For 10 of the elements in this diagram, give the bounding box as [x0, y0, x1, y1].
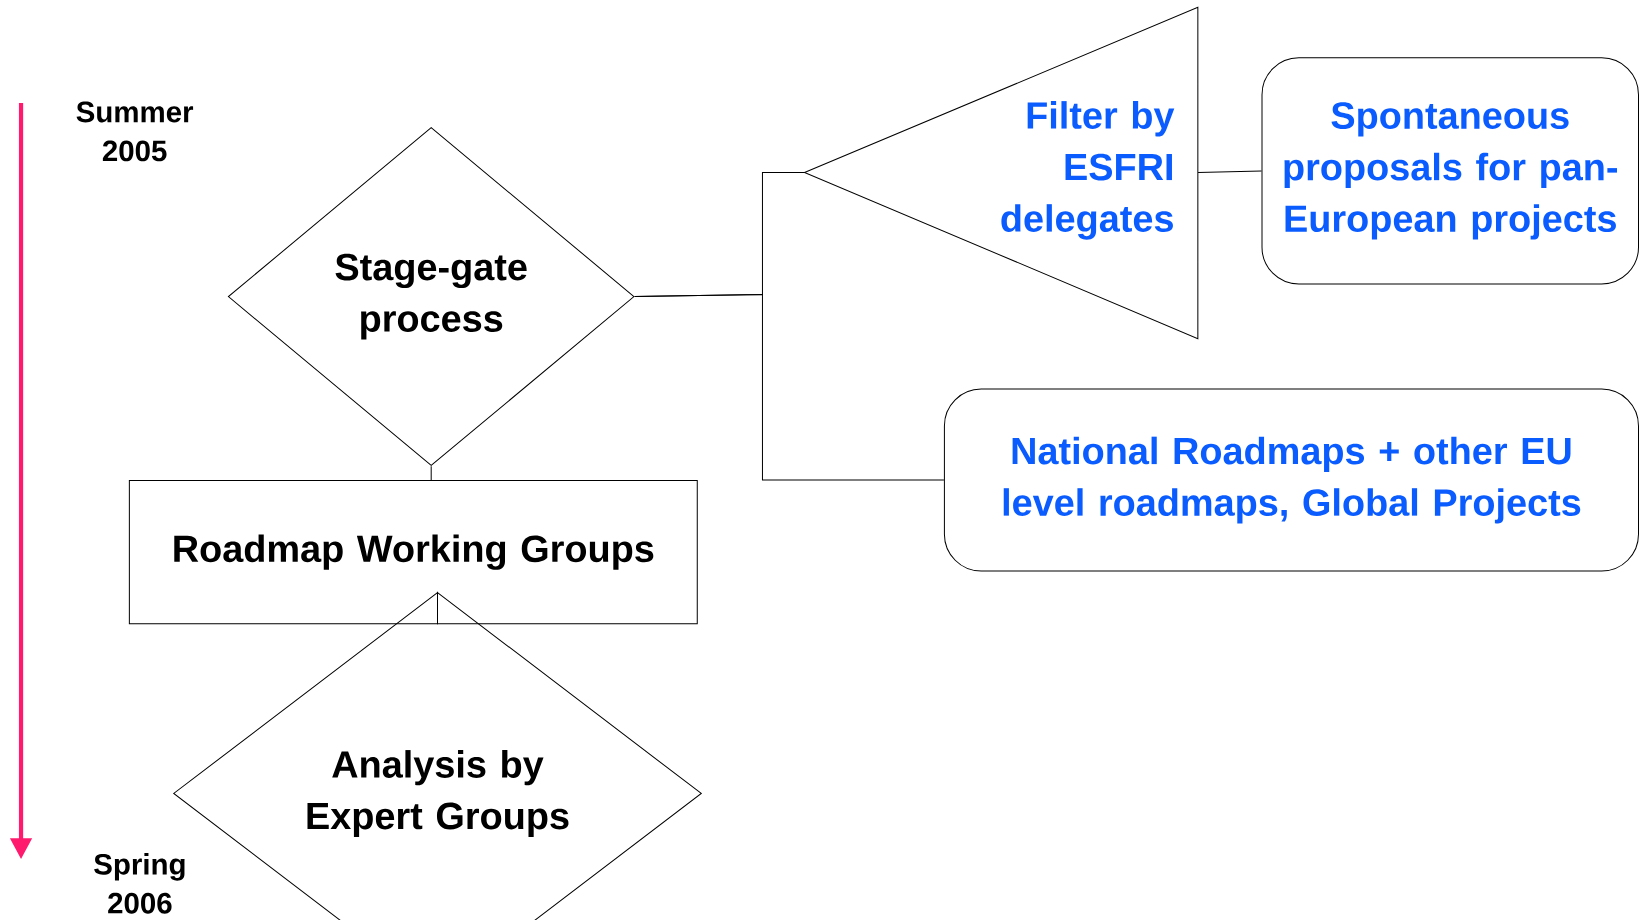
process-box: Roadmap Working Groups	[128, 480, 698, 625]
connector-line	[1197, 170, 1262, 173]
rounded-box: Spontaneous proposals for pan-European projects	[1261, 57, 1639, 285]
connector-line	[634, 293, 945, 481]
rounded-box: National Roadmaps + other EU level roadmaps, Global Projects	[943, 388, 1639, 572]
time-label: Summer 2005	[76, 101, 194, 162]
filter-triangle: Filter by ESFRI delegates	[804, 6, 1199, 340]
connector-line	[437, 591, 438, 625]
connector-line	[430, 465, 432, 481]
time-label: Spring 2006	[94, 853, 185, 914]
